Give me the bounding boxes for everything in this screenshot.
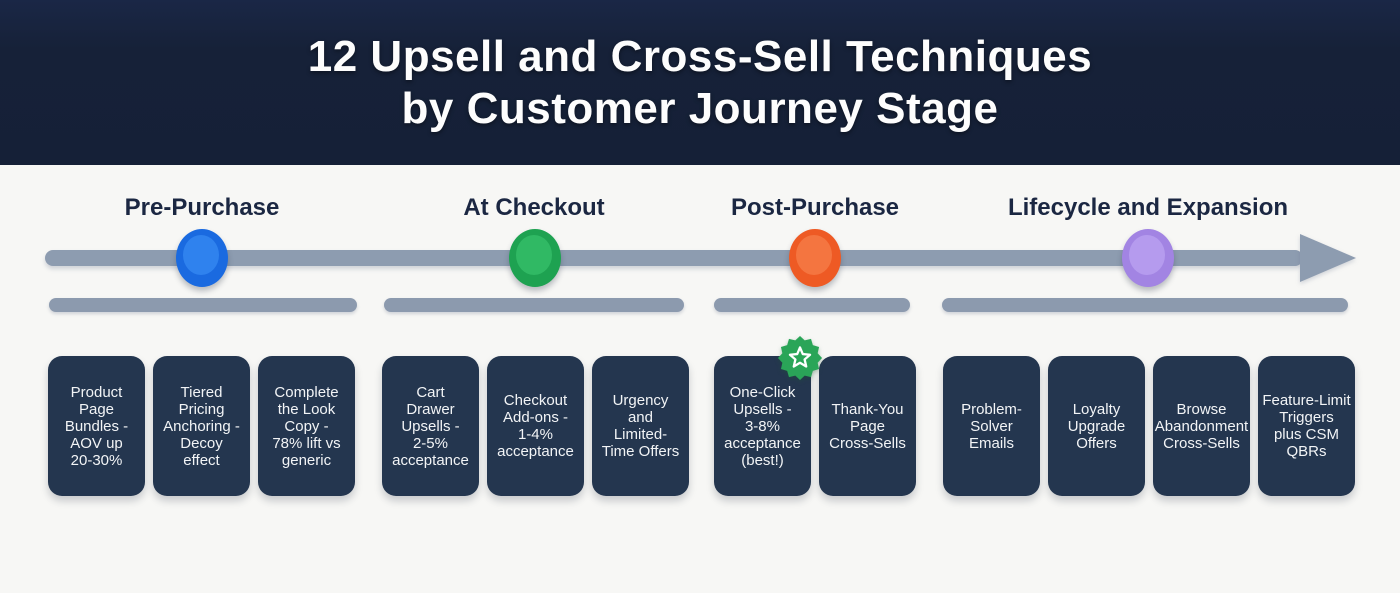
stage-dot-inner bbox=[796, 235, 832, 275]
technique-card-one-click-upsells: One-Click Upsells - 3-8% acceptance (bes… bbox=[714, 356, 811, 496]
stage-dot-inner bbox=[183, 235, 219, 275]
technique-card-tiered-pricing-anchoring: Tiered Pricing Anchoring - Decoy effect bbox=[153, 356, 250, 496]
stage-group-bar-pre-purchase bbox=[49, 298, 357, 312]
technique-card-feature-limit-triggers: Feature-Limit Triggers plus CSM QBRs bbox=[1258, 356, 1355, 496]
technique-card-browse-abandonment-cross-sells: Browse Abandonment Cross-Sells bbox=[1153, 356, 1250, 496]
stage-label-lifecycle-expansion: Lifecycle and Expansion bbox=[1007, 194, 1289, 221]
stage-label-post-purchase: Post-Purchase bbox=[730, 194, 900, 221]
stage-dot-inner bbox=[516, 235, 552, 275]
stage-group-bar-at-checkout bbox=[384, 298, 684, 312]
timeline-arrowhead-icon bbox=[1300, 234, 1356, 282]
technique-card-problem-solver-emails: Problem- Solver Emails bbox=[943, 356, 1040, 496]
stage-dot-at-checkout bbox=[509, 229, 561, 287]
timeline-line bbox=[45, 250, 1303, 266]
technique-card-thank-you-page-cross-sells: Thank-You Page Cross-Sells bbox=[819, 356, 916, 496]
stage-dot-post-purchase bbox=[789, 229, 841, 287]
page-title-line1: 12 Upsell and Cross-Sell Techniques bbox=[307, 31, 1093, 81]
stage-label-pre-purchase: Pre-Purchase bbox=[124, 194, 280, 221]
stage-group-bar-post-purchase bbox=[714, 298, 910, 312]
stage-group-bar-lifecycle-expansion bbox=[942, 298, 1348, 312]
stage-dot-pre-purchase bbox=[176, 229, 228, 287]
stage-label-at-checkout: At Checkout bbox=[463, 194, 605, 221]
best-technique-star-badge-icon bbox=[777, 335, 823, 381]
technique-card-product-page-bundles: Product Page Bundles - AOV up 20-30% bbox=[48, 356, 145, 496]
stage-dot-inner bbox=[1129, 235, 1165, 275]
page-title-line2: by Customer Journey Stage bbox=[401, 83, 999, 133]
technique-card-urgency-limited-time-offers: Urgency and Limited- Time Offers bbox=[592, 356, 689, 496]
stage-dot-lifecycle-expansion bbox=[1122, 229, 1174, 287]
technique-card-checkout-add-ons: Checkout Add-ons - 1-4% acceptance bbox=[487, 356, 584, 496]
technique-card-complete-the-look-copy: Complete the Look Copy - 78% lift vs gen… bbox=[258, 356, 355, 496]
technique-card-cart-drawer-upsells: Cart Drawer Upsells - 2-5% acceptance bbox=[382, 356, 479, 496]
technique-card-loyalty-upgrade-offers: Loyalty Upgrade Offers bbox=[1048, 356, 1145, 496]
